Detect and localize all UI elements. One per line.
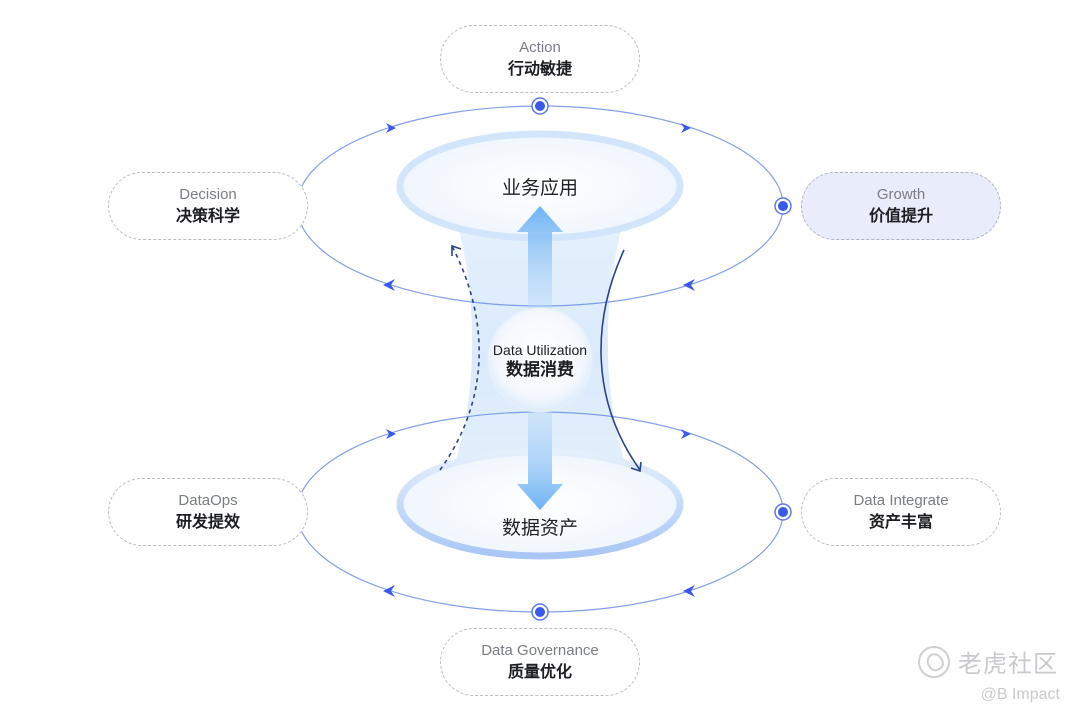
watermark-handle: @B Impact — [980, 686, 1060, 703]
up-arrow — [517, 206, 563, 320]
node-label-zh: 行动敏捷 — [507, 59, 572, 78]
node-label-zh: 价值提升 — [868, 206, 933, 225]
consumption-arrowhead — [630, 461, 642, 473]
feedback-dashed-arrowhead — [451, 244, 462, 256]
arrowhead-upper-bottom-right — [683, 279, 695, 291]
node-decision: Decision 决策科学 — [108, 172, 308, 240]
node-label-en: Data Integrate — [853, 492, 949, 509]
arrowhead-upper-top-left — [386, 123, 396, 133]
node-label-zh: 资产丰富 — [868, 512, 933, 531]
node-label-zh: 质量优化 — [507, 662, 572, 681]
arrowhead-upper-bottom-left — [383, 279, 395, 291]
arrowhead-lower-bottom-right — [683, 585, 695, 597]
center-label-en: Data Utilization — [492, 342, 588, 358]
watermark-brand-text: 老虎社区 — [958, 650, 1058, 678]
node-label-en: DataOps — [178, 492, 238, 509]
node-label-en: Action — [519, 39, 561, 56]
node-dot-right-lower — [774, 503, 792, 521]
node-dataops: DataOps 研发提效 — [108, 478, 308, 546]
brand-logo-icon — [918, 645, 950, 678]
arrowhead-upper-top-right — [681, 123, 691, 133]
node-label-en: Data Governance — [481, 642, 599, 659]
lower-ellipse-label: 数据资产 — [501, 517, 578, 539]
center-sphere — [487, 307, 593, 413]
node-dot-right-upper — [774, 197, 792, 215]
upper-ellipse-label: 业务应用 — [501, 177, 578, 199]
node-dot-top — [531, 97, 549, 115]
center-label-zh: 数据消费 — [506, 360, 574, 380]
node-growth: Growth 价值提升 — [801, 172, 1001, 240]
node-dot-bottom — [531, 603, 549, 621]
node-label-en: Decision — [179, 186, 237, 203]
down-arrow — [517, 400, 563, 510]
node-label-en: Growth — [876, 186, 926, 203]
arrowhead-lower-bottom-left — [383, 585, 395, 597]
watermark-brand: 老虎社区 — [918, 644, 1058, 679]
node-data-governance: Data Governance 质量优化 — [440, 628, 640, 696]
node-label-zh: 决策科学 — [175, 206, 240, 225]
node-action: Action 行动敏捷 — [440, 25, 640, 93]
arrowhead-lower-top-right — [681, 429, 691, 439]
node-data-integrate: Data Integrate 资产丰富 — [801, 478, 1001, 546]
consumption-arrow — [600, 249, 641, 471]
node-label-zh: 研发提效 — [175, 512, 240, 531]
orbit-arrowheads — [383, 123, 695, 597]
arrowhead-lower-top-left — [386, 429, 396, 439]
center-label: Data Utilization 数据消费 — [465, 341, 615, 381]
